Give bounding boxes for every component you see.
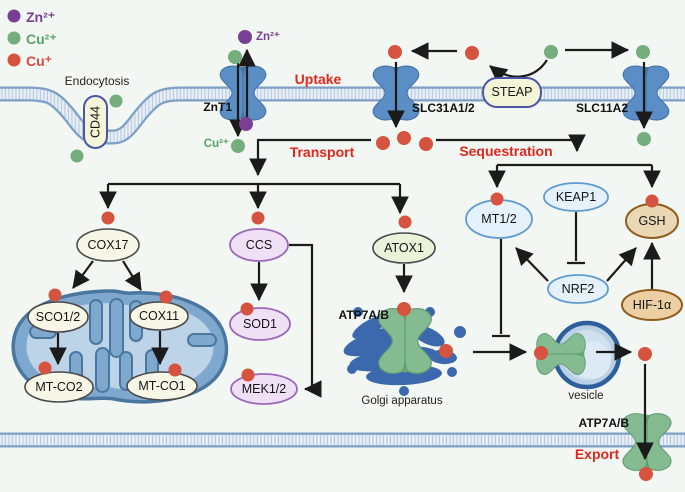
cu2-dot	[636, 45, 650, 59]
cu1-dot	[101, 211, 115, 225]
legend-zn-dot	[7, 9, 21, 23]
mito-crista	[89, 299, 103, 345]
cox11-node	[129, 301, 189, 331]
cox11-label: COX11	[139, 309, 179, 323]
nrf2-label: NRF2	[562, 282, 595, 296]
atox1-label: ATOX1	[384, 241, 424, 255]
nrf2-node	[547, 274, 609, 304]
atox1-node	[372, 232, 436, 264]
cu1-dot	[639, 467, 653, 481]
nrf2-to-mt12-arrow	[515, 247, 549, 282]
nrf2-to-gsh-arrow	[606, 247, 637, 282]
mtco1-label: MT-CO1	[138, 379, 185, 393]
slc11a2-label: SLC11A2	[576, 101, 628, 115]
cu1-dot	[241, 368, 255, 382]
atp7ab-golgi-label: ATP7A/B	[339, 308, 390, 322]
cu1-dot	[490, 192, 504, 206]
legend-cu2-label: Cu²⁺	[26, 31, 57, 47]
zn-dot	[238, 30, 252, 44]
mito-crista	[109, 298, 124, 358]
cu1-dot	[376, 136, 390, 150]
zn-dot	[239, 117, 253, 131]
znt1-label: ZnT1	[203, 100, 232, 114]
golgi-apparatus	[343, 307, 466, 396]
keap1-label: KEAP1	[556, 190, 596, 204]
cu1-dot	[240, 302, 254, 316]
arrows	[49, 41, 661, 461]
cu1-dot	[38, 361, 52, 375]
cu1-dot	[168, 363, 182, 377]
atp7ab-membrane-label: ATP7A/B	[579, 416, 630, 430]
cu2-dot	[231, 139, 245, 153]
cu1-dot	[398, 215, 412, 229]
transport-label: Transport	[290, 144, 355, 160]
cu1-dot	[419, 137, 433, 151]
legend-cu1-dot	[7, 53, 21, 67]
cox17-node	[76, 228, 140, 262]
mtco2-label: MT-CO2	[35, 380, 82, 394]
cu2-dot	[228, 50, 242, 64]
legend-cu1-label: Cu⁺	[26, 53, 52, 69]
steap-label: STEAP	[492, 85, 533, 99]
cu1-dot	[439, 344, 453, 358]
steap-pill	[482, 77, 542, 108]
ccs-label: CCS	[246, 238, 272, 252]
mito-crista	[187, 333, 217, 347]
mtco1-node	[126, 371, 198, 401]
cu1-dot	[465, 46, 479, 60]
cu1-dot	[397, 302, 411, 316]
cu2-dot	[109, 94, 123, 108]
cu2-dot	[544, 45, 558, 59]
mek12-node	[230, 373, 298, 405]
vesicle	[537, 320, 622, 390]
cu2-dot	[637, 132, 651, 146]
mito-crista	[95, 347, 110, 393]
sequestration-label: Sequestration	[459, 143, 552, 159]
cu1-dot	[638, 347, 652, 361]
sco12-label: SCO1/2	[36, 310, 81, 324]
golgi-label: Golgi apparatus	[361, 395, 442, 407]
mt12-label: MT1/2	[481, 212, 516, 226]
keap1-node	[543, 182, 609, 212]
cu1-dot	[159, 290, 173, 304]
sco12-node	[27, 301, 89, 333]
mek12-label: MEK1/2	[242, 382, 287, 396]
slc31a12-label: SLC31A1/2	[412, 101, 475, 115]
cu1-dot	[251, 211, 265, 225]
zn-ion-label: Zn²⁺	[256, 31, 280, 43]
hif1a-node	[621, 289, 683, 321]
cu2-dot	[70, 149, 84, 163]
cu1-dot	[645, 194, 659, 208]
ion-dots	[7, 9, 659, 481]
ccs-to-mek12-arrow	[289, 243, 322, 398]
cox17-to-sco12-arrow	[72, 260, 94, 289]
cd44-pill	[83, 95, 108, 149]
cd44-label: CD44	[89, 106, 103, 138]
legend-zn-label: Zn²⁺	[26, 9, 55, 25]
sequestration-elbow-arrow	[436, 134, 586, 153]
cox17-to-cox11-arrow	[122, 260, 142, 291]
cu2-ion-label: Cu²⁺	[204, 138, 229, 150]
steap-reduction-arrow	[489, 59, 548, 84]
uptake-label: Uptake	[295, 71, 342, 87]
mtco2-node	[24, 371, 94, 403]
cu1-dot	[48, 288, 62, 302]
export-label: Export	[575, 446, 620, 462]
cu1-dot	[397, 131, 411, 145]
ccs-node	[229, 228, 289, 262]
gsh-label: GSH	[638, 214, 665, 228]
hif1a-label: HIF-1α	[633, 298, 671, 312]
cu1-dot	[534, 346, 548, 360]
sod1-node	[229, 307, 291, 341]
cox17-label: COX17	[88, 238, 129, 252]
endocytosis-label: Endocytosis	[65, 74, 130, 88]
transport-elbow-arrow	[249, 138, 371, 177]
legend-cu2-dot	[7, 31, 21, 45]
cu1-dot	[388, 45, 402, 59]
vesicle-label: vesicle	[568, 390, 603, 402]
sod1-label: SOD1	[243, 317, 277, 331]
